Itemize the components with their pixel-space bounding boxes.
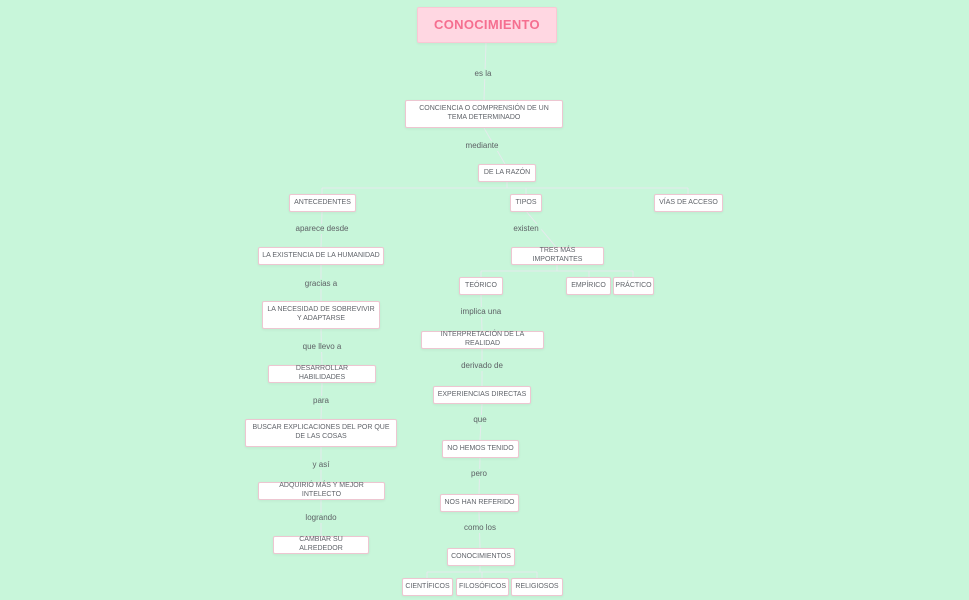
edge-label-logrando: logrando [302, 513, 340, 523]
node-de-la-razon[interactable]: DE LA RAZÓN [478, 164, 536, 182]
node-necesidad-sobrevivir[interactable]: LA NECESIDAD DE SOBREVIVIR Y ADAPTARSE [262, 301, 380, 329]
node-buscar-explicaciones[interactable]: BUSCAR EXPLICACIONES DEL POR QUE DE LAS … [245, 419, 397, 447]
node-filosoficos[interactable]: FILOSÓFICOS [456, 578, 509, 596]
node-no-hemos-tenido[interactable]: NO HEMOS TENIDO [442, 440, 519, 458]
edge-label-es-la: es la [471, 69, 495, 79]
node-tipos[interactable]: TIPOS [510, 194, 542, 212]
node-conocimientos[interactable]: CONOCIMIENTOS [447, 548, 515, 566]
node-antecedentes[interactable]: ANTECEDENTES [289, 194, 356, 212]
edge-label-implica-una: implica una [457, 307, 505, 317]
node-tres-mas-importantes[interactable]: TRES MÁS IMPORTANTES [511, 247, 604, 265]
edge-label-como-los: como los [460, 523, 500, 533]
node-practico[interactable]: PRÁCTICO [613, 277, 654, 295]
edge-label-existen: existen [510, 224, 542, 234]
edge-label-que-llevo-a: que llevo a [299, 342, 345, 352]
node-teorico[interactable]: TEÓRICO [459, 277, 503, 295]
edge-label-derivado-de: derivado de [458, 361, 506, 371]
edge-label-para: para [309, 396, 333, 406]
node-empirico[interactable]: EMPÍRICO [566, 277, 611, 295]
node-experiencias-directas[interactable]: EXPERIENCIAS DIRECTAS [433, 386, 531, 404]
node-vias-de-acceso[interactable]: VÍAS DE ACCESO [654, 194, 723, 212]
node-cambiar-alrededor[interactable]: CAMBIAR SU ALREDEDOR [273, 536, 369, 554]
edge-label-gracias-a: gracias a [301, 279, 341, 289]
edge-label-mediante: mediante [462, 141, 502, 151]
edge-label-aparece-desde: aparece desde [292, 224, 352, 234]
node-nos-han-referido[interactable]: NOS HAN REFERIDO [440, 494, 519, 512]
node-conciencia[interactable]: CONCIENCIA O COMPRENSIÓN DE UN TEMA DETE… [405, 100, 563, 128]
node-existencia-humanidad[interactable]: LA EXISTENCIA DE LA HUMANIDAD [258, 247, 384, 265]
edge-label-pero: pero [467, 469, 491, 479]
node-cientificos[interactable]: CIENTÍFICOS [402, 578, 453, 596]
node-interpretacion-realidad[interactable]: INTERPRETACIÓN DE LA REALIDAD [421, 331, 544, 349]
node-religiosos[interactable]: RELIGIOSOS [511, 578, 563, 596]
node-conocimiento[interactable]: CONOCIMIENTO [417, 7, 557, 43]
node-adquirio-intelecto[interactable]: ADQUIRIÓ MÁS Y MEJOR INTELECTO [258, 482, 385, 500]
node-desarrollar-habilidades[interactable]: DESARROLLAR HABILIDADES [268, 365, 376, 383]
edge-label-que: que [470, 415, 490, 425]
edge-label-y-asi: y así [309, 460, 333, 470]
